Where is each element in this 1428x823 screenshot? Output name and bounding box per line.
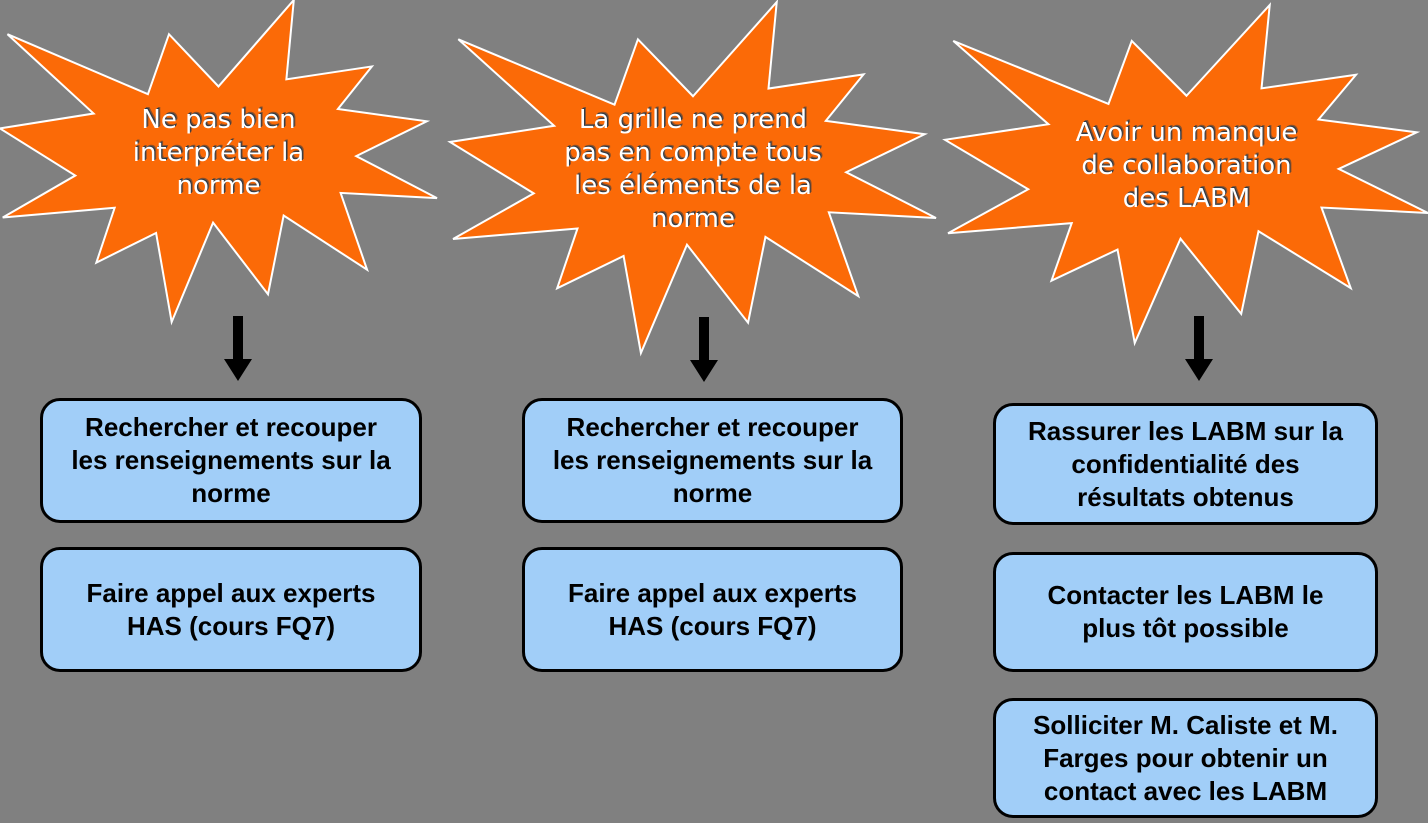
- action-text-3-1: Rassurer les LABM sur la confidentialité…: [1027, 415, 1343, 512]
- down-arrow-glyph: [690, 317, 718, 382]
- explosion-shape-1: [0, 0, 437, 322]
- action-box-1-2: Faire appel aux experts HAS (cours FQ7): [40, 547, 422, 672]
- explosion-shape-3: [945, 5, 1428, 343]
- risk-text-2: La grille ne prend pas en compte tous le…: [564, 104, 822, 234]
- explosion-polygon: [945, 5, 1428, 343]
- down-arrow-icon-2: [690, 317, 718, 382]
- action-box-3-1: Rassurer les LABM sur la confidentialité…: [993, 403, 1378, 525]
- action-box-2-1: Rechercher et recouper les renseignement…: [522, 398, 903, 523]
- risk-text-1: Ne pas bien interpréter la norme: [132, 104, 305, 201]
- action-box-3-2: Contacter les LABM le plus tôt possible: [993, 552, 1378, 672]
- risk-burst-1: Ne pas bien interpréter la norme: [0, 0, 437, 322]
- action-text-2-1: Rechercher et recouper les renseignement…: [552, 412, 873, 508]
- action-text-3-3: Solliciter M. Caliste et M. Farges pour …: [1033, 709, 1338, 806]
- explosion-polygon: [0, 0, 437, 322]
- down-arrow-icon-3: [1185, 316, 1213, 381]
- action-text-1-1: Rechercher et recouper les renseignement…: [71, 412, 391, 508]
- action-box-2-2: Faire appel aux experts HAS (cours FQ7): [522, 547, 903, 672]
- action-text-3-2: Contacter les LABM le plus tôt possible: [1047, 580, 1324, 643]
- explosion-polygon: [450, 2, 936, 353]
- risk-text-3: Avoir un manque de collaboration des LAB…: [1075, 117, 1298, 214]
- risk-burst-3: Avoir un manque de collaboration des LAB…: [945, 5, 1428, 343]
- explosion-shape-2: [450, 2, 936, 353]
- action-text-2-2: Faire appel aux experts HAS (cours FQ7): [567, 577, 858, 641]
- down-arrow-glyph: [1185, 316, 1213, 381]
- action-box-1-1: Rechercher et recouper les renseignement…: [40, 398, 422, 523]
- action-box-3-3: Solliciter M. Caliste et M. Farges pour …: [993, 698, 1378, 818]
- risk-burst-2: La grille ne prend pas en compte tous le…: [450, 2, 936, 353]
- down-arrow-glyph: [224, 316, 252, 381]
- action-text-1-2: Faire appel aux experts HAS (cours FQ7): [86, 577, 376, 641]
- down-arrow-icon-1: [224, 316, 252, 381]
